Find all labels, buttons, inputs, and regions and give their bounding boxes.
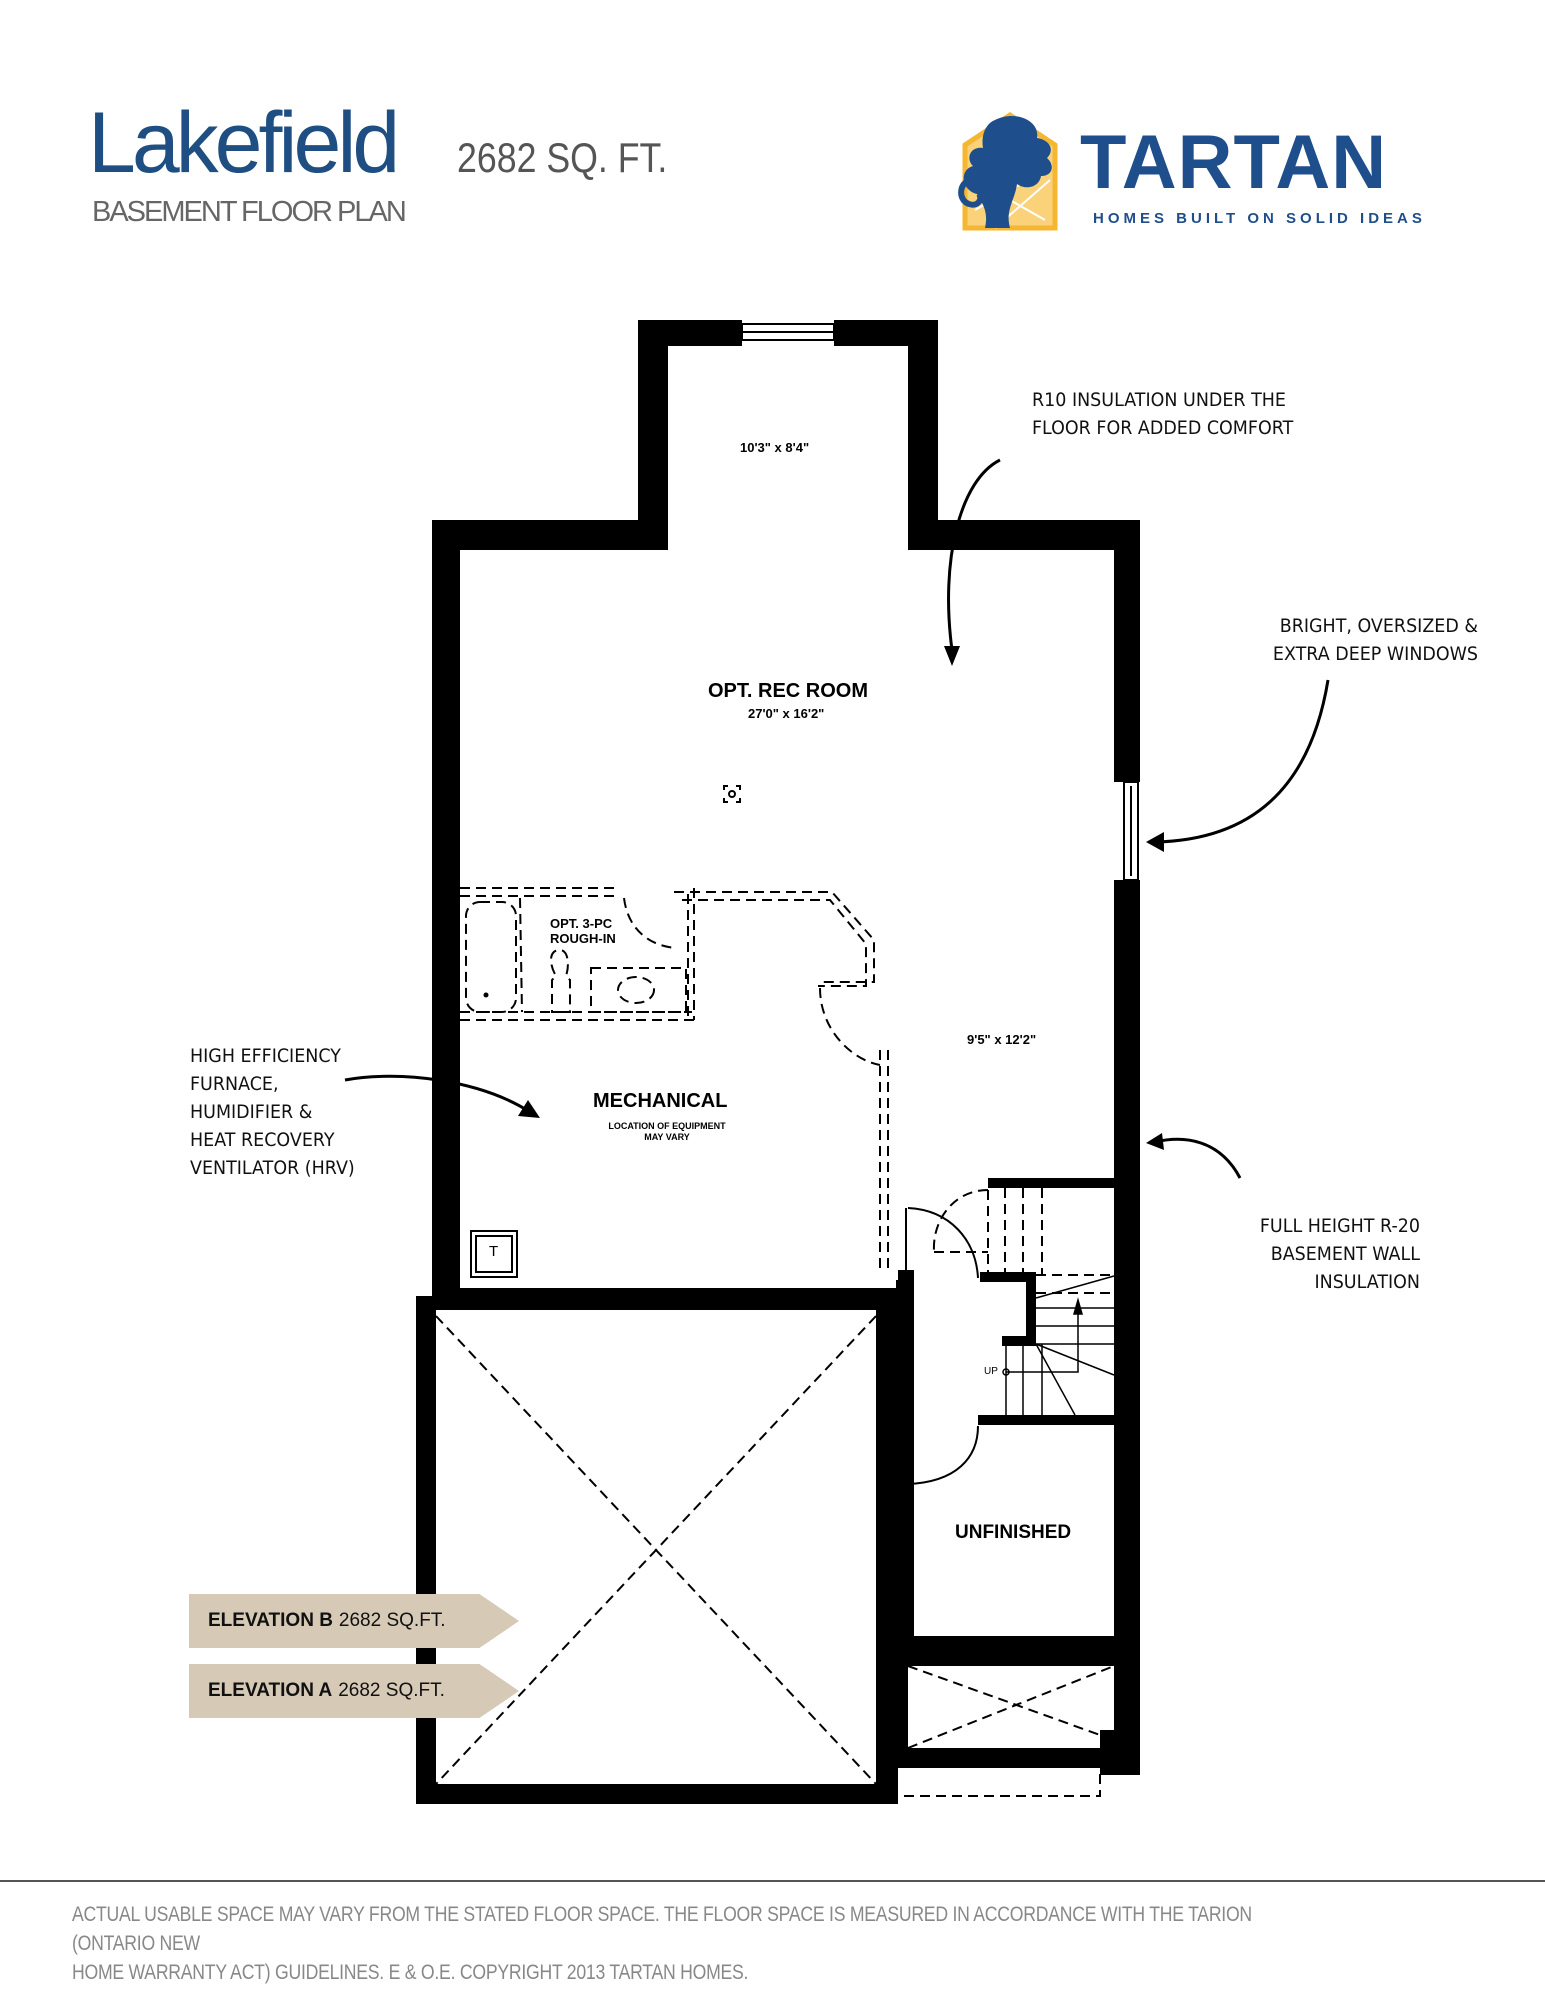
elevation-a-tag: ELEVATION A 2682 SQ.FT.	[189, 1664, 519, 1718]
callout-wall-insulation: FULL HEIGHT R-20 BASEMENT WALL INSULATIO…	[1259, 1215, 1420, 1293]
tank	[470, 1230, 518, 1278]
unfinished-label: UNFINISHED	[955, 1522, 1072, 1543]
model-name: Lakefield	[88, 95, 400, 191]
rec-room-label: OPT. REC ROOM	[708, 680, 869, 702]
mechanical-note-1: LOCATION OF EQUIPMENT	[608, 1121, 726, 1131]
callout-windows: BRIGHT, OVERSIZED & EXTRA DEEP WINDOWS	[1272, 615, 1478, 665]
side-room-dimensions: 9'5" x 12'2"	[967, 1032, 1037, 1047]
tartan-logo	[955, 110, 1455, 235]
doors	[905, 1207, 979, 1485]
callout-floor-insulation: R10 INSULATION UNDER THE FLOOR FOR ADDED…	[1032, 389, 1294, 439]
arrowheads	[518, 646, 1164, 1150]
footer-divider	[0, 1880, 1545, 1882]
floor-drain-icon	[723, 785, 741, 803]
side-window	[1123, 781, 1139, 881]
rough-in-label-1: OPT. 3-PC	[550, 916, 613, 931]
bay-window	[741, 323, 835, 341]
callout-arrows	[344, 458, 1330, 1179]
footer-disclaimer: ACTUAL USABLE SPACE MAY VARY FROM THE ST…	[72, 1903, 1252, 1984]
lion-rampant-icon	[958, 111, 1058, 231]
callout-furnace: HIGH EFFICIENCY FURNACE, HUMIDIFIER & HE…	[190, 1045, 355, 1179]
square-footage: 2682 SQ. FT.	[457, 134, 668, 181]
mechanical-label: MECHANICAL	[593, 1090, 728, 1112]
exterior-walls	[416, 320, 1140, 1804]
logo-tagline: HOMES BUILT ON SOLID IDEAS	[1093, 210, 1426, 227]
elevation-b-tag: ELEVATION B 2682 SQ.FT.	[189, 1594, 519, 1648]
bay-dimensions: 10'3" x 8'4"	[740, 440, 810, 455]
plan-type: BASEMENT FLOOR PLAN	[92, 196, 407, 228]
stairs-up-label: UP	[984, 1366, 998, 1377]
rough-in-label-2: ROUGH-IN	[550, 931, 616, 946]
tub-drain-icon	[483, 992, 489, 998]
optional-partitions	[435, 887, 1115, 1797]
rec-room-dimensions: 27'0" x 16'2"	[748, 706, 825, 721]
mechanical-note-2: MAY VARY	[644, 1132, 690, 1142]
logo-wordmark: TARTAN	[1080, 120, 1388, 205]
tank-label: T	[489, 1243, 499, 1260]
staircase	[1002, 1275, 1115, 1416]
